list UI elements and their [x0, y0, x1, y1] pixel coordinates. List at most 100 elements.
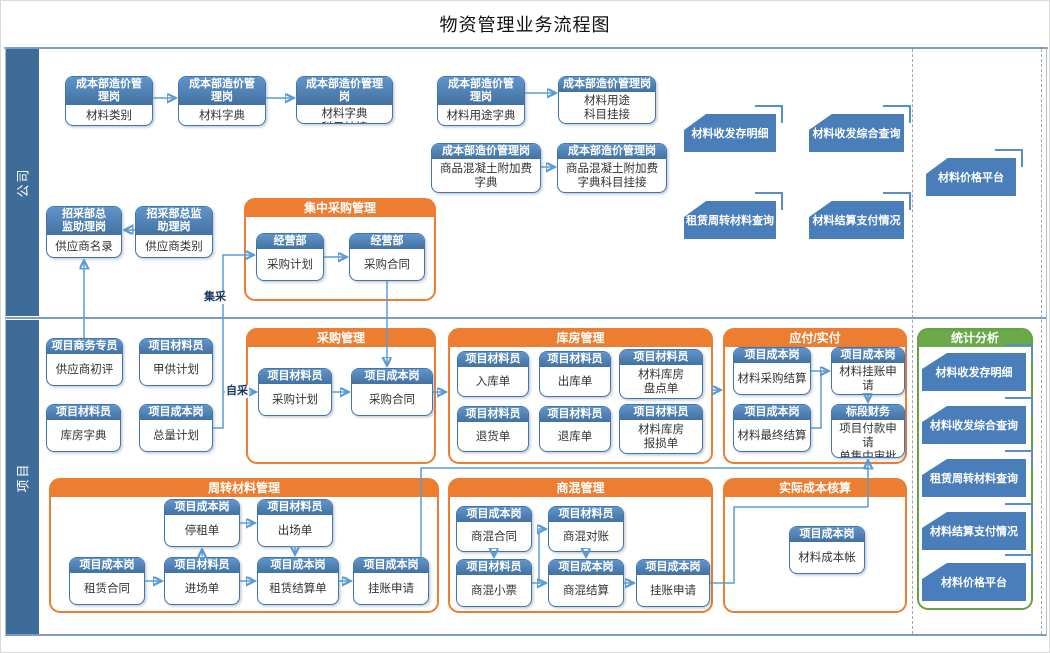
node-entry-order: 项目材料员 进场单 — [164, 557, 240, 605]
node-role-label: 项目成本岗 — [165, 500, 239, 516]
node-material-use-dict: 成本部造价管理岗 材料用途字典 — [437, 76, 525, 126]
node-doc-label: 入库单 — [475, 376, 511, 388]
node-doc-label: 材料用途 科目挂接 — [584, 95, 630, 121]
node-doc-label: 退货单 — [475, 431, 511, 443]
query-rent-turnover-material: 租赁周转材料查询 — [684, 192, 783, 239]
node-total-plan: 项目成本岗 总量计划 — [139, 404, 213, 452]
node-return-goods-order: 项目材料员 退货单 — [457, 406, 529, 452]
node-central-purchase-plan: 经营部 采购计划 — [256, 233, 324, 281]
stats-query-material-inout-summary: 材料收发综合查询 — [922, 397, 1033, 444]
node-doc-label: 商混结算 — [563, 585, 609, 597]
node-role-label: 项目材料员 — [259, 369, 331, 385]
node-role-label: 项目商务专员 — [47, 339, 122, 355]
node-role-label: 项目成本岗 — [258, 558, 338, 574]
group-payable-title: 应付/实付 — [725, 330, 905, 347]
corner-bracket-icon — [1005, 344, 1033, 362]
label-central-purchase: 集采 — [203, 291, 227, 304]
stats-query-material-price-platform: 材料价格平台 — [922, 554, 1033, 601]
group-central-purchase-title: 集中采购管理 — [246, 200, 434, 217]
node-material-use-subject-link: 成本部造价管理岗 材料用途 科目挂接 — [558, 76, 656, 124]
node-role-label: 成本部造价管理岗 — [432, 144, 540, 160]
node-role-label: 招采部总监助理岗 — [47, 207, 121, 236]
node-role-label: 项目材料员 — [47, 405, 120, 421]
node-doc-label: 出场单 — [277, 525, 313, 537]
stats-query-rent-turnover-material: 租赁周转材料查询 — [922, 450, 1033, 497]
node-warehouse-dict: 项目材料员 库房字典 — [46, 404, 121, 452]
node-role-label: 项目成本岗 — [354, 558, 428, 574]
node-role-label: 成本部造价管理岗 — [559, 77, 655, 93]
corner-bracket-icon — [1005, 554, 1033, 572]
lane-project: 项目 — [6, 320, 39, 634]
node-concrete-surcharge-dict-link: 成本部造价管理岗 商品混凝土附加费字典科目挂接 — [557, 143, 667, 193]
node-return-warehouse-order: 项目材料员 退库单 — [539, 406, 611, 452]
query-material-inout-detail: 材料收发存明细 — [684, 105, 783, 152]
stats-query-material-inout-detail: 材料收发存明细 — [922, 344, 1033, 391]
node-mix-ticket: 项目材料员 商混小票 — [456, 559, 532, 607]
node-role-label: 项目成本岗 — [457, 507, 531, 523]
node-doc-label: 材料成本帐 — [798, 552, 856, 564]
node-role-label: 项目材料员 — [620, 350, 702, 366]
node-role-label: 项目成本岗 — [549, 560, 623, 576]
node-doc-label: 采购合同 — [369, 394, 415, 406]
node-supplier-initial-review: 项目商务专员 供应商初评 — [46, 338, 123, 386]
corner-bracket-icon — [883, 105, 911, 123]
group-warehouse: 库房管理 — [448, 328, 713, 464]
query-material-price-platform: 材料价格平台 — [926, 149, 1023, 196]
node-doc-label: 出库单 — [557, 376, 593, 388]
node-doc-label: 项目付款申请 单集中审批 — [839, 423, 897, 458]
node-damage-order: 项目材料员 材料库房 报损单 — [619, 404, 703, 454]
node-doc-label: 材料最终结算 — [737, 430, 807, 442]
node-doc-label: 商混合同 — [471, 531, 517, 543]
node-doc-label: 商混对账 — [563, 531, 609, 543]
node-doc-label: 材料采购结算 — [737, 373, 807, 385]
node-doc-label: 商品混凝土附加费字典科目挂接 — [566, 163, 658, 189]
node-doc-label: 供应商名录 — [55, 240, 113, 253]
node-doc-label: 挂账申请 — [368, 583, 414, 595]
node-doc-label: 材料字典 科目挂接 — [321, 108, 368, 123]
node-role-label: 成本部造价管理岗 — [558, 144, 666, 160]
corner-bracket-icon — [1005, 503, 1033, 521]
node-doc-label: 供应商初评 — [55, 364, 114, 376]
corner-bracket-icon — [755, 105, 783, 123]
node-material-dict: 成本部造价管理岗 材料字典 — [178, 76, 266, 126]
left-border — [5, 47, 6, 635]
node-doc-label: 库房字典 — [60, 430, 107, 442]
node-role-label: 项目材料员 — [540, 407, 610, 423]
node-supplier-roster: 招采部总监助理岗 供应商名录 — [46, 206, 122, 258]
group-purchase-title: 采购管理 — [248, 330, 434, 347]
node-doc-label: 总量计划 — [153, 430, 199, 442]
node-stocktake-order: 项目材料员 材料库房 盘点单 — [619, 349, 703, 399]
column-separator-dashed — [1041, 49, 1042, 634]
node-material-credit-request: 项目成本岗 材料挂账申请 — [831, 347, 905, 395]
group-central-purchase: 集中采购管理 — [244, 198, 436, 301]
node-doc-label: 材料库房 报损单 — [638, 424, 684, 450]
bottom-border — [5, 634, 1047, 636]
node-doc-label: 商品混凝土附加费字典 — [440, 163, 532, 189]
node-role-label: 经营部 — [350, 234, 424, 250]
node-role-label: 项目成本岗 — [734, 348, 810, 364]
corner-bracket-icon — [995, 149, 1023, 167]
node-role-label: 项目成本岗 — [734, 405, 810, 421]
node-role-label: 项目成本岗 — [637, 560, 709, 576]
node-role-label: 项目材料员 — [165, 558, 239, 574]
node-role-label: 招采部总监助理岗 — [136, 207, 212, 236]
corner-bracket-icon — [1005, 397, 1033, 415]
node-role-label: 项目材料员 — [457, 560, 531, 576]
group-payable: 应付/实付 — [723, 328, 907, 464]
node-doc-label: 挂账申请 — [650, 585, 696, 597]
node-role-label: 项目材料员 — [258, 500, 332, 516]
node-role-label: 成本部造价管理岗 — [66, 77, 152, 106]
node-doc-label: 甲供计划 — [153, 364, 199, 376]
lane-project-label: 项目 — [15, 461, 31, 493]
node-mix-contract: 项目成本岗 商混合同 — [456, 506, 532, 552]
node-mix-reconciliation: 项目材料员 商混对账 — [548, 506, 624, 552]
node-outbound-order: 项目材料员 出库单 — [539, 351, 611, 397]
node-role-label: 项目材料员 — [458, 352, 528, 368]
corner-bracket-icon — [1005, 450, 1033, 468]
node-purchase-contract: 项目成本岗 采购合同 — [351, 368, 433, 416]
node-concrete-surcharge-dict: 成本部造价管理岗 商品混凝土附加费字典 — [431, 143, 541, 193]
node-supplier-category: 招采部总监助理岗 供应商类别 — [135, 206, 213, 258]
group-actual-cost-title: 实际成本核算 — [725, 480, 905, 497]
lane-company-label: 公司 — [15, 167, 31, 198]
node-doc-label: 材料类别 — [86, 109, 132, 122]
